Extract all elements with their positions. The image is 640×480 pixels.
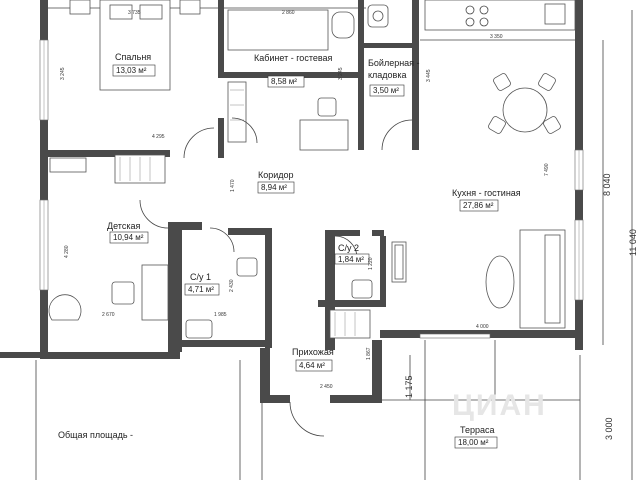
dim-wc1-depth: 2 430 [229, 279, 235, 292]
kitchen-furniture [391, 0, 576, 329]
hall-area: 4,64 м² [299, 361, 325, 370]
terrace-name: Терраса [460, 425, 495, 435]
dim-hall-width: 2 450 [320, 384, 333, 390]
watermark: ЦИАН [452, 389, 547, 422]
dim-boiler-depth: 3 445 [426, 69, 432, 82]
area-boxes [109, 64, 499, 449]
dim-terrace-depth: 3 000 [604, 417, 614, 440]
wc1-name: С/у 1 [190, 272, 211, 282]
dim-kids-width: 2 670 [102, 312, 115, 318]
dim-wc2-depth: 1 220 [368, 257, 374, 270]
total-area-label: Общая площадь - [58, 430, 133, 440]
wc2-area: 1,84 м² [338, 255, 364, 264]
dimension-lines [48, 7, 633, 480]
dim-kitchen-width: 3 350 [490, 34, 503, 40]
kitchen-name: Кухня - гостиная [452, 188, 521, 198]
dim-bedroom-depth: 3 245 [60, 67, 66, 80]
dim-porch-depth: 1 175 [404, 375, 414, 398]
dim-kitchen-bottom: 4 000 [476, 324, 489, 330]
kids-furniture [48, 157, 169, 321]
dim-office-depth: 3 245 [338, 67, 344, 80]
dim-hall-depth: 1 867 [366, 347, 372, 360]
terrace-area: 18,00 м² [458, 438, 489, 447]
bedroom-area: 13,03 м² [116, 66, 147, 75]
dim-bedroom-width: 3 735 [128, 10, 141, 16]
boiler-name-line1: Бойлерная - [368, 58, 420, 68]
dimension-labels: 3 735 2 860 3 350 3 245 3 245 3 445 4 29… [60, 10, 638, 440]
office-name: Кабинет - гостевая [254, 53, 333, 63]
windows [39, 39, 584, 339]
boiler-name-line2: кладовка [368, 70, 406, 80]
kitchen-area: 27,86 м² [463, 201, 494, 210]
dim-kitchen-depth: 7 490 [544, 163, 550, 176]
wc2-name: С/у 2 [338, 243, 359, 253]
office-area: 8,58 м² [271, 77, 297, 86]
corridor-name: Коридор [258, 170, 294, 180]
kids-area: 10,94 м² [113, 233, 144, 242]
dim-office-width: 2 860 [282, 10, 295, 16]
dim-total-depth: 11 040 [628, 229, 638, 256]
dim-house-depth: 8 040 [602, 173, 612, 196]
office-furniture [227, 4, 389, 151]
terrace-zone [35, 340, 581, 480]
kids-name: Детская [107, 221, 140, 231]
room-labels: Спальня 13,03 м² Кабинет - гостевая 8,58… [58, 52, 521, 447]
bedroom-name: Спальня [115, 52, 151, 62]
boiler-area: 3,50 м² [373, 86, 399, 95]
bathroom-fixtures [185, 257, 373, 339]
wc1-area: 4,71 м² [188, 285, 214, 294]
hall-name: Прихожая [292, 347, 334, 357]
corridor-area: 8,94 м² [261, 183, 287, 192]
dim-corridor-depth: 1 470 [230, 179, 236, 192]
dim-kids-depth: 4 280 [64, 245, 70, 258]
dim-bedroom-bottom: 4 295 [152, 134, 165, 140]
dim-wc1-width: 1 985 [214, 312, 227, 318]
